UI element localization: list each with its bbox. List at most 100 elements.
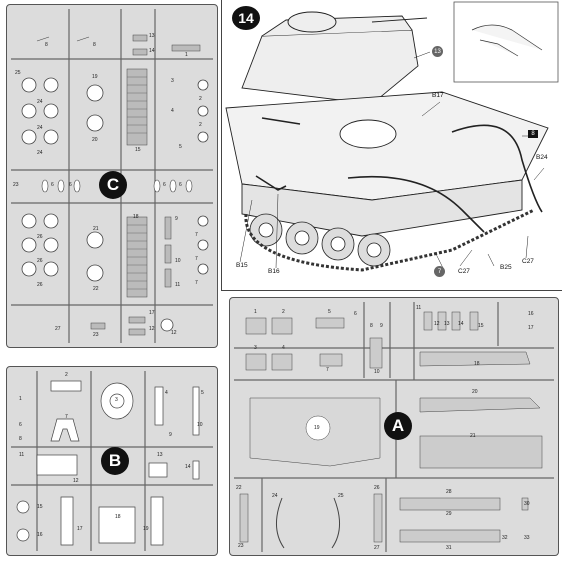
sprue-b-label: 14: [185, 464, 191, 470]
sprue-c-label: 12: [149, 326, 155, 332]
sprue-b-drawing: [11, 371, 213, 551]
sprue-a-label: 22: [236, 485, 242, 491]
sprue-b-label: 15: [37, 504, 43, 510]
sprue-a-label: 16: [528, 311, 534, 317]
callout-c27-right: C27: [522, 258, 534, 265]
sprue-b-label: 17: [77, 526, 83, 532]
sprue-b-label: 1: [19, 396, 22, 402]
sprue-a-label: 5: [328, 309, 331, 315]
sprue-c-badge: C: [99, 171, 127, 199]
sprue-b-label: 10: [197, 422, 203, 428]
sprue-b-label: 8: [19, 436, 22, 442]
sprue-c-label: 23: [93, 332, 99, 338]
sprue-c-label: 1: [185, 52, 188, 58]
sprue-c-label: 25: [15, 70, 21, 76]
sprue-a-label: 18: [474, 361, 480, 367]
sprue-a-label: 8: [370, 323, 373, 329]
sprue-c-label: 12: [171, 330, 177, 336]
sprue-c-label: 18: [133, 214, 139, 220]
sprue-a-label: 1: [254, 309, 257, 315]
sprue-c-label: 26: [37, 282, 43, 288]
arrow-8-marker: 8: [528, 130, 538, 138]
sprue-c-label: 6: [51, 182, 54, 188]
sprue-a-label: 30: [524, 501, 530, 507]
sprue-c-label: 14: [149, 48, 155, 54]
sprue-c-label: 11: [175, 282, 181, 288]
sprue-a-label: 21: [470, 433, 476, 439]
sprue-a-label: 13: [444, 321, 450, 327]
sprue-c-label: 26: [37, 258, 43, 264]
part-7-marker: 7: [434, 266, 445, 277]
sprue-c-label: 7: [195, 280, 198, 286]
sprue-a-label: 10: [374, 369, 380, 375]
sprue-c-label: 3: [171, 78, 174, 84]
callout-c27-left: C27: [458, 268, 470, 275]
sprue-b-label: 19: [143, 526, 149, 532]
sprue-a-label: 11: [416, 305, 422, 311]
sprue-b-label: 9: [169, 432, 172, 438]
sprue-a-label: 2: [282, 309, 285, 315]
sprue-b-label: 18: [115, 514, 121, 520]
sprue-c-label: 23: [13, 182, 19, 188]
sprue-b-label: 12: [73, 478, 79, 484]
sprue-a-label: 33: [524, 535, 530, 541]
sprue-c-frame: C 8 8 13 14 1 25 19 24 24 24 20 15 3 4 5…: [6, 4, 218, 348]
part-13-marker: 13: [432, 46, 443, 57]
sprue-b-label: 2: [65, 372, 68, 378]
sprue-c-label: 4: [171, 108, 174, 114]
sprue-a-label: 15: [478, 323, 484, 329]
sprue-c-label: 10: [175, 258, 181, 264]
sprue-a-label: 32: [502, 535, 508, 541]
step-14-drawing: [225, 1, 559, 272]
sprue-b-label: 7: [65, 414, 68, 420]
sprue-c-drawing: [11, 9, 213, 343]
sprue-a-label: 12: [434, 321, 440, 327]
sprue-b-label: 5: [201, 390, 204, 396]
sprue-c-label: 26: [37, 234, 43, 240]
assembly-step-14: 14 13 7 8 B17 B24 B15 B16 C27 B25 C27: [221, 0, 562, 291]
sprue-a-label: 23: [238, 543, 244, 549]
sprue-a-label: 29: [446, 511, 452, 517]
sprue-c-label: 27: [55, 326, 61, 332]
sprue-a-label: 20: [472, 389, 478, 395]
sprue-c-label: 8: [45, 42, 48, 48]
sprue-c-label: 9: [175, 216, 178, 222]
sprue-c-label: 7: [195, 256, 198, 262]
sprue-c-label: 17: [149, 310, 155, 316]
sprue-c-label: 13: [149, 33, 155, 39]
sprue-c-label: 21: [93, 226, 99, 232]
sprue-a-label: 24: [272, 493, 278, 499]
sprue-a-label: 6: [354, 311, 357, 317]
sprue-a-label: 25: [338, 493, 344, 499]
sprue-a-label: 27: [374, 545, 380, 551]
sprue-c-label: 5: [179, 144, 182, 150]
sprue-c-label: 8: [93, 42, 96, 48]
sprue-a-label: 26: [374, 485, 380, 491]
callout-b24: B24: [536, 154, 548, 161]
sprue-a-label: 3: [254, 345, 257, 351]
sprue-a-label: 19: [314, 425, 320, 431]
sprue-a-label: 9: [380, 323, 383, 329]
callout-b16: B16: [268, 268, 280, 275]
sprue-c-label: 24: [37, 99, 43, 105]
sprue-a-frame: A 1 2 3 4 5 6 7 8 9 10 11 12 13 14 15 16…: [229, 297, 559, 556]
sprue-a-label: 7: [326, 367, 329, 373]
sprue-b-label: 16: [37, 532, 43, 538]
sprue-a-badge: A: [384, 412, 412, 440]
sprue-c-label: 6: [69, 182, 72, 188]
sprue-c-label: 24: [37, 125, 43, 131]
sprue-c-label: 19: [92, 74, 98, 80]
sprue-b-frame: B 1 2 3 4 5 7 6 8 9 10 11 12 13 14 15 16…: [6, 366, 218, 556]
callout-b15: B15: [236, 262, 248, 269]
sprue-c-label: 2: [199, 122, 202, 128]
sprue-b-label: 13: [157, 452, 163, 458]
sprue-c-label: 24: [37, 150, 43, 156]
sprue-c-label: 6: [163, 182, 166, 188]
step-number-badge: 14: [232, 6, 260, 30]
sprue-a-drawing: [234, 302, 554, 552]
sprue-c-label: 22: [93, 286, 99, 292]
sprue-c-label: 6: [179, 182, 182, 188]
sprue-b-label: 4: [165, 390, 168, 396]
sprue-c-label: 7: [195, 232, 198, 238]
sprue-b-label: 11: [19, 452, 25, 458]
